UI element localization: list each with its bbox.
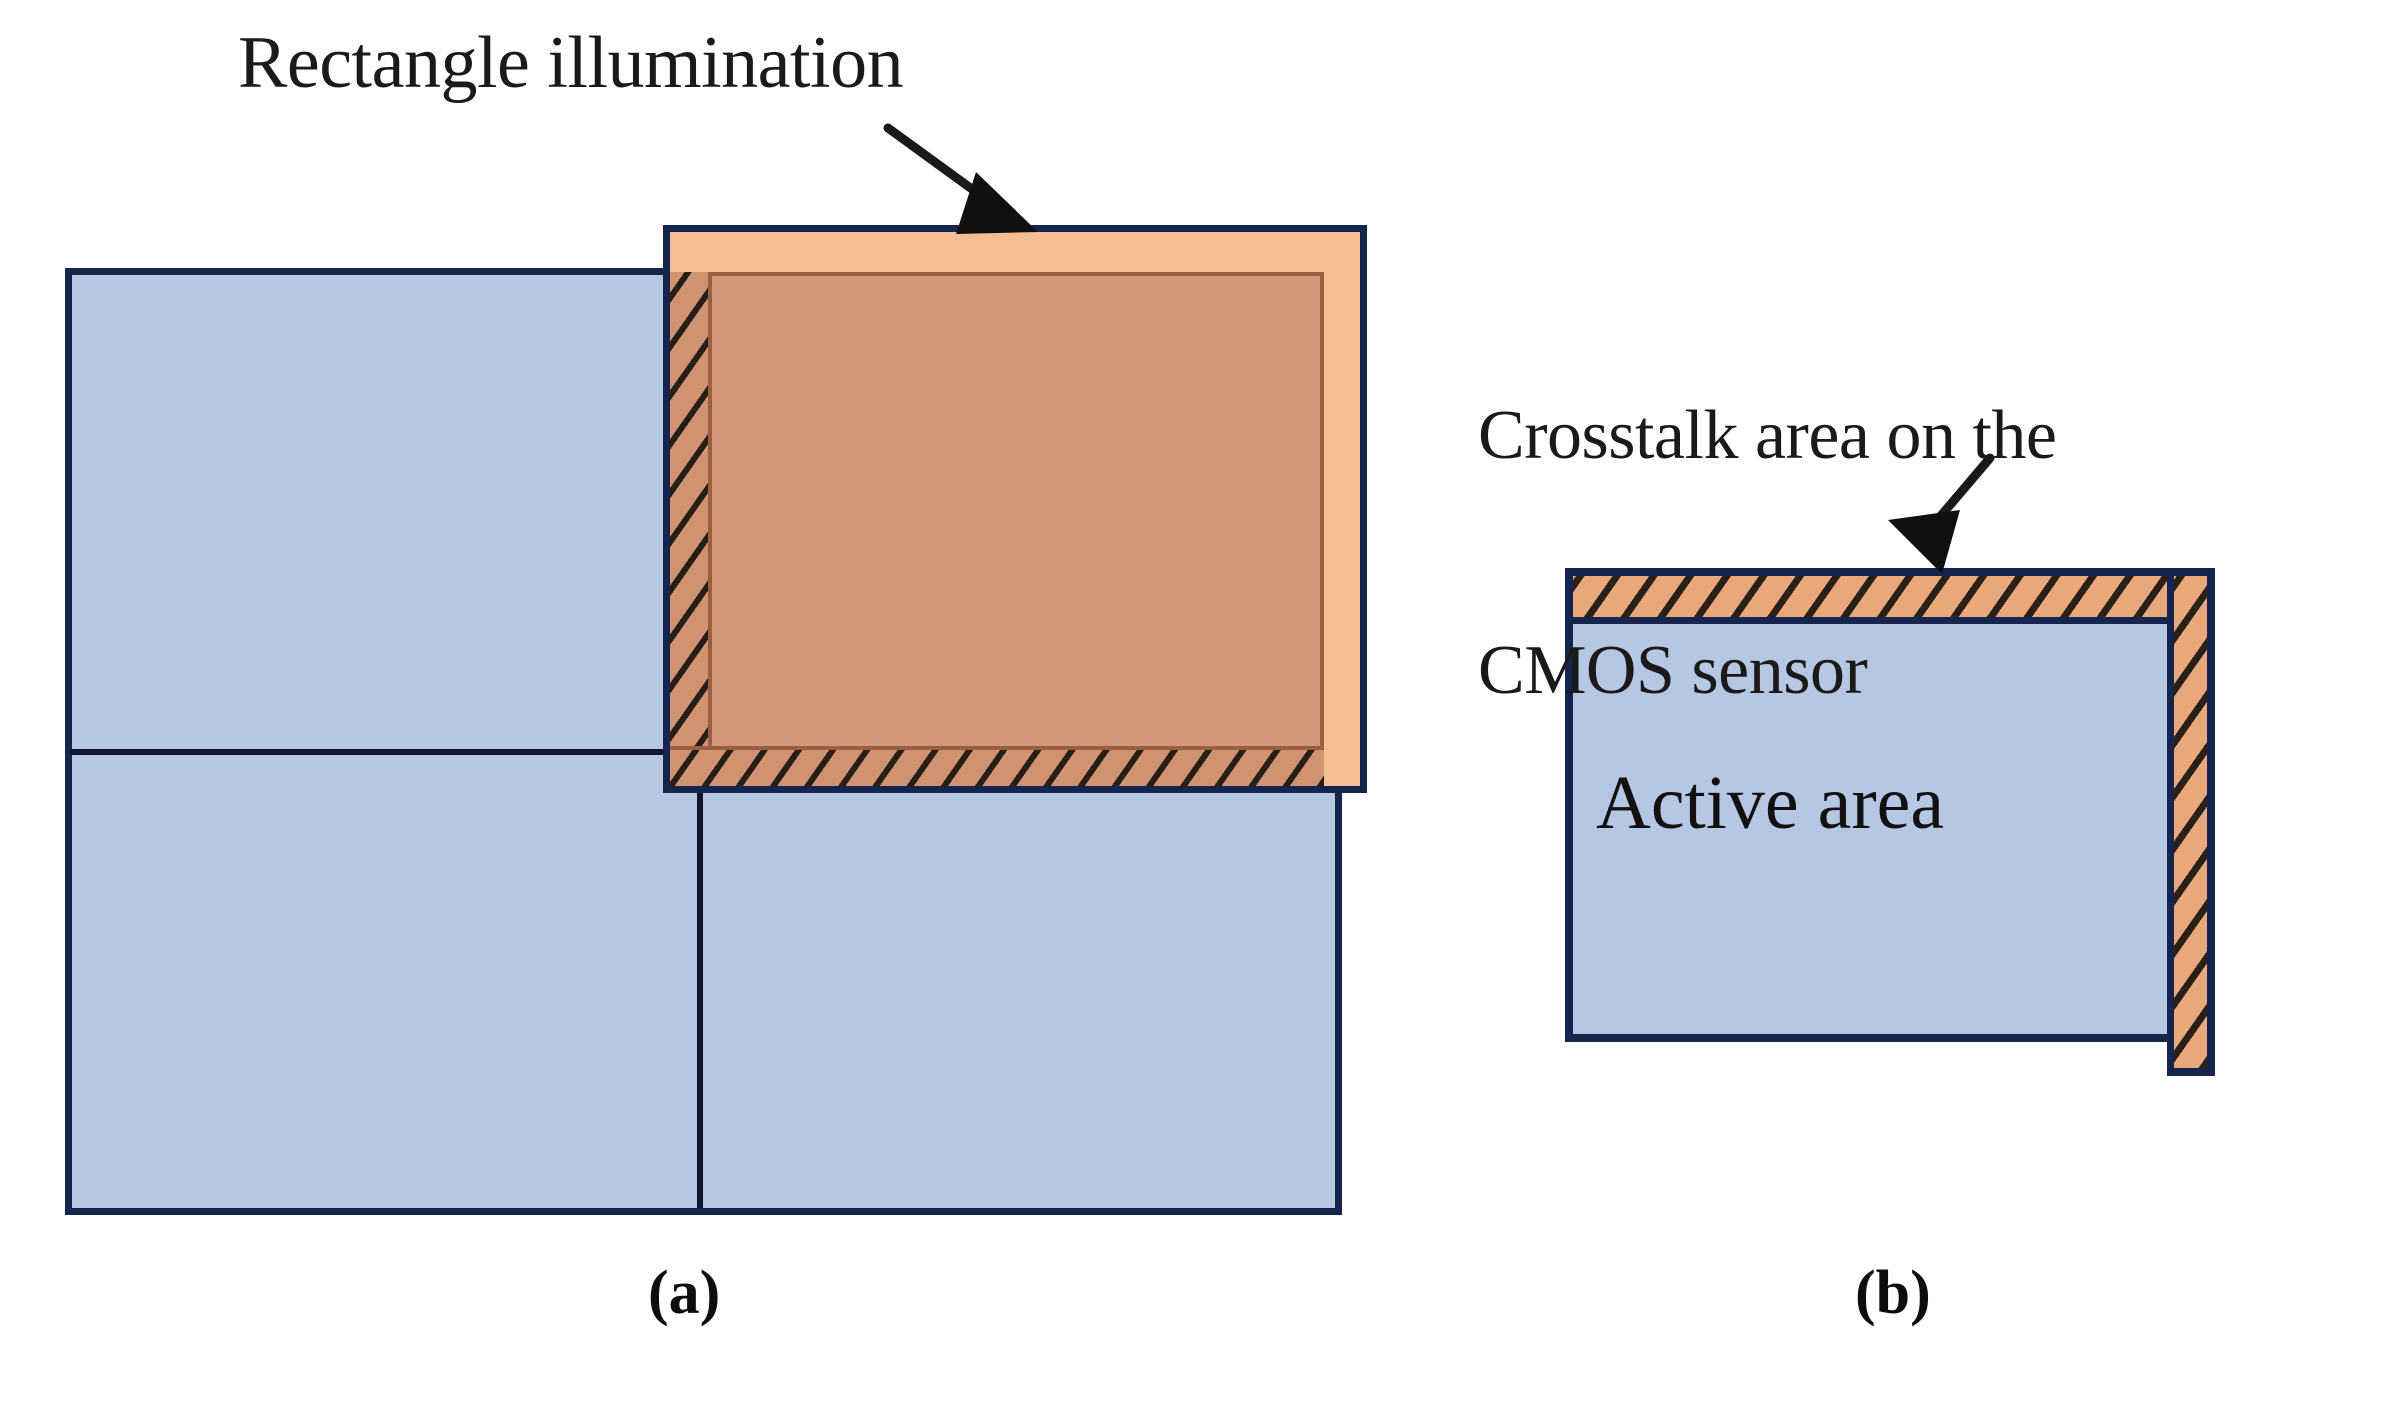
rectangle-illumination-arrow: [883, 123, 1038, 234]
rectangle-illumination: [663, 225, 1367, 793]
crosstalk-label-line-2: CMOS sensor: [1478, 631, 1868, 709]
quadrant-divider-horizontal: [70, 749, 667, 755]
crosstalk-strip-right: [2167, 576, 2215, 1076]
crosstalk-label-line-1: Crosstalk area on the: [1478, 396, 2057, 474]
panel-b-letter: (b): [1855, 1259, 1931, 1327]
crosstalk-strip-top: [1573, 576, 2215, 624]
crosstalk-area-label: Crosstalk area on the CMOS sensor: [1478, 240, 2057, 867]
panel-a-letter: (a): [648, 1259, 721, 1327]
illumination-overlap-region: [670, 272, 1324, 786]
crosstalk-strip-bottom: [670, 746, 1324, 786]
rectangle-illumination-label: Rectangle illumination: [238, 22, 904, 104]
crosstalk-strip-left: [670, 272, 712, 786]
active-area-rect: [1565, 568, 2215, 1042]
active-area-label: Active area: [1596, 761, 1945, 845]
